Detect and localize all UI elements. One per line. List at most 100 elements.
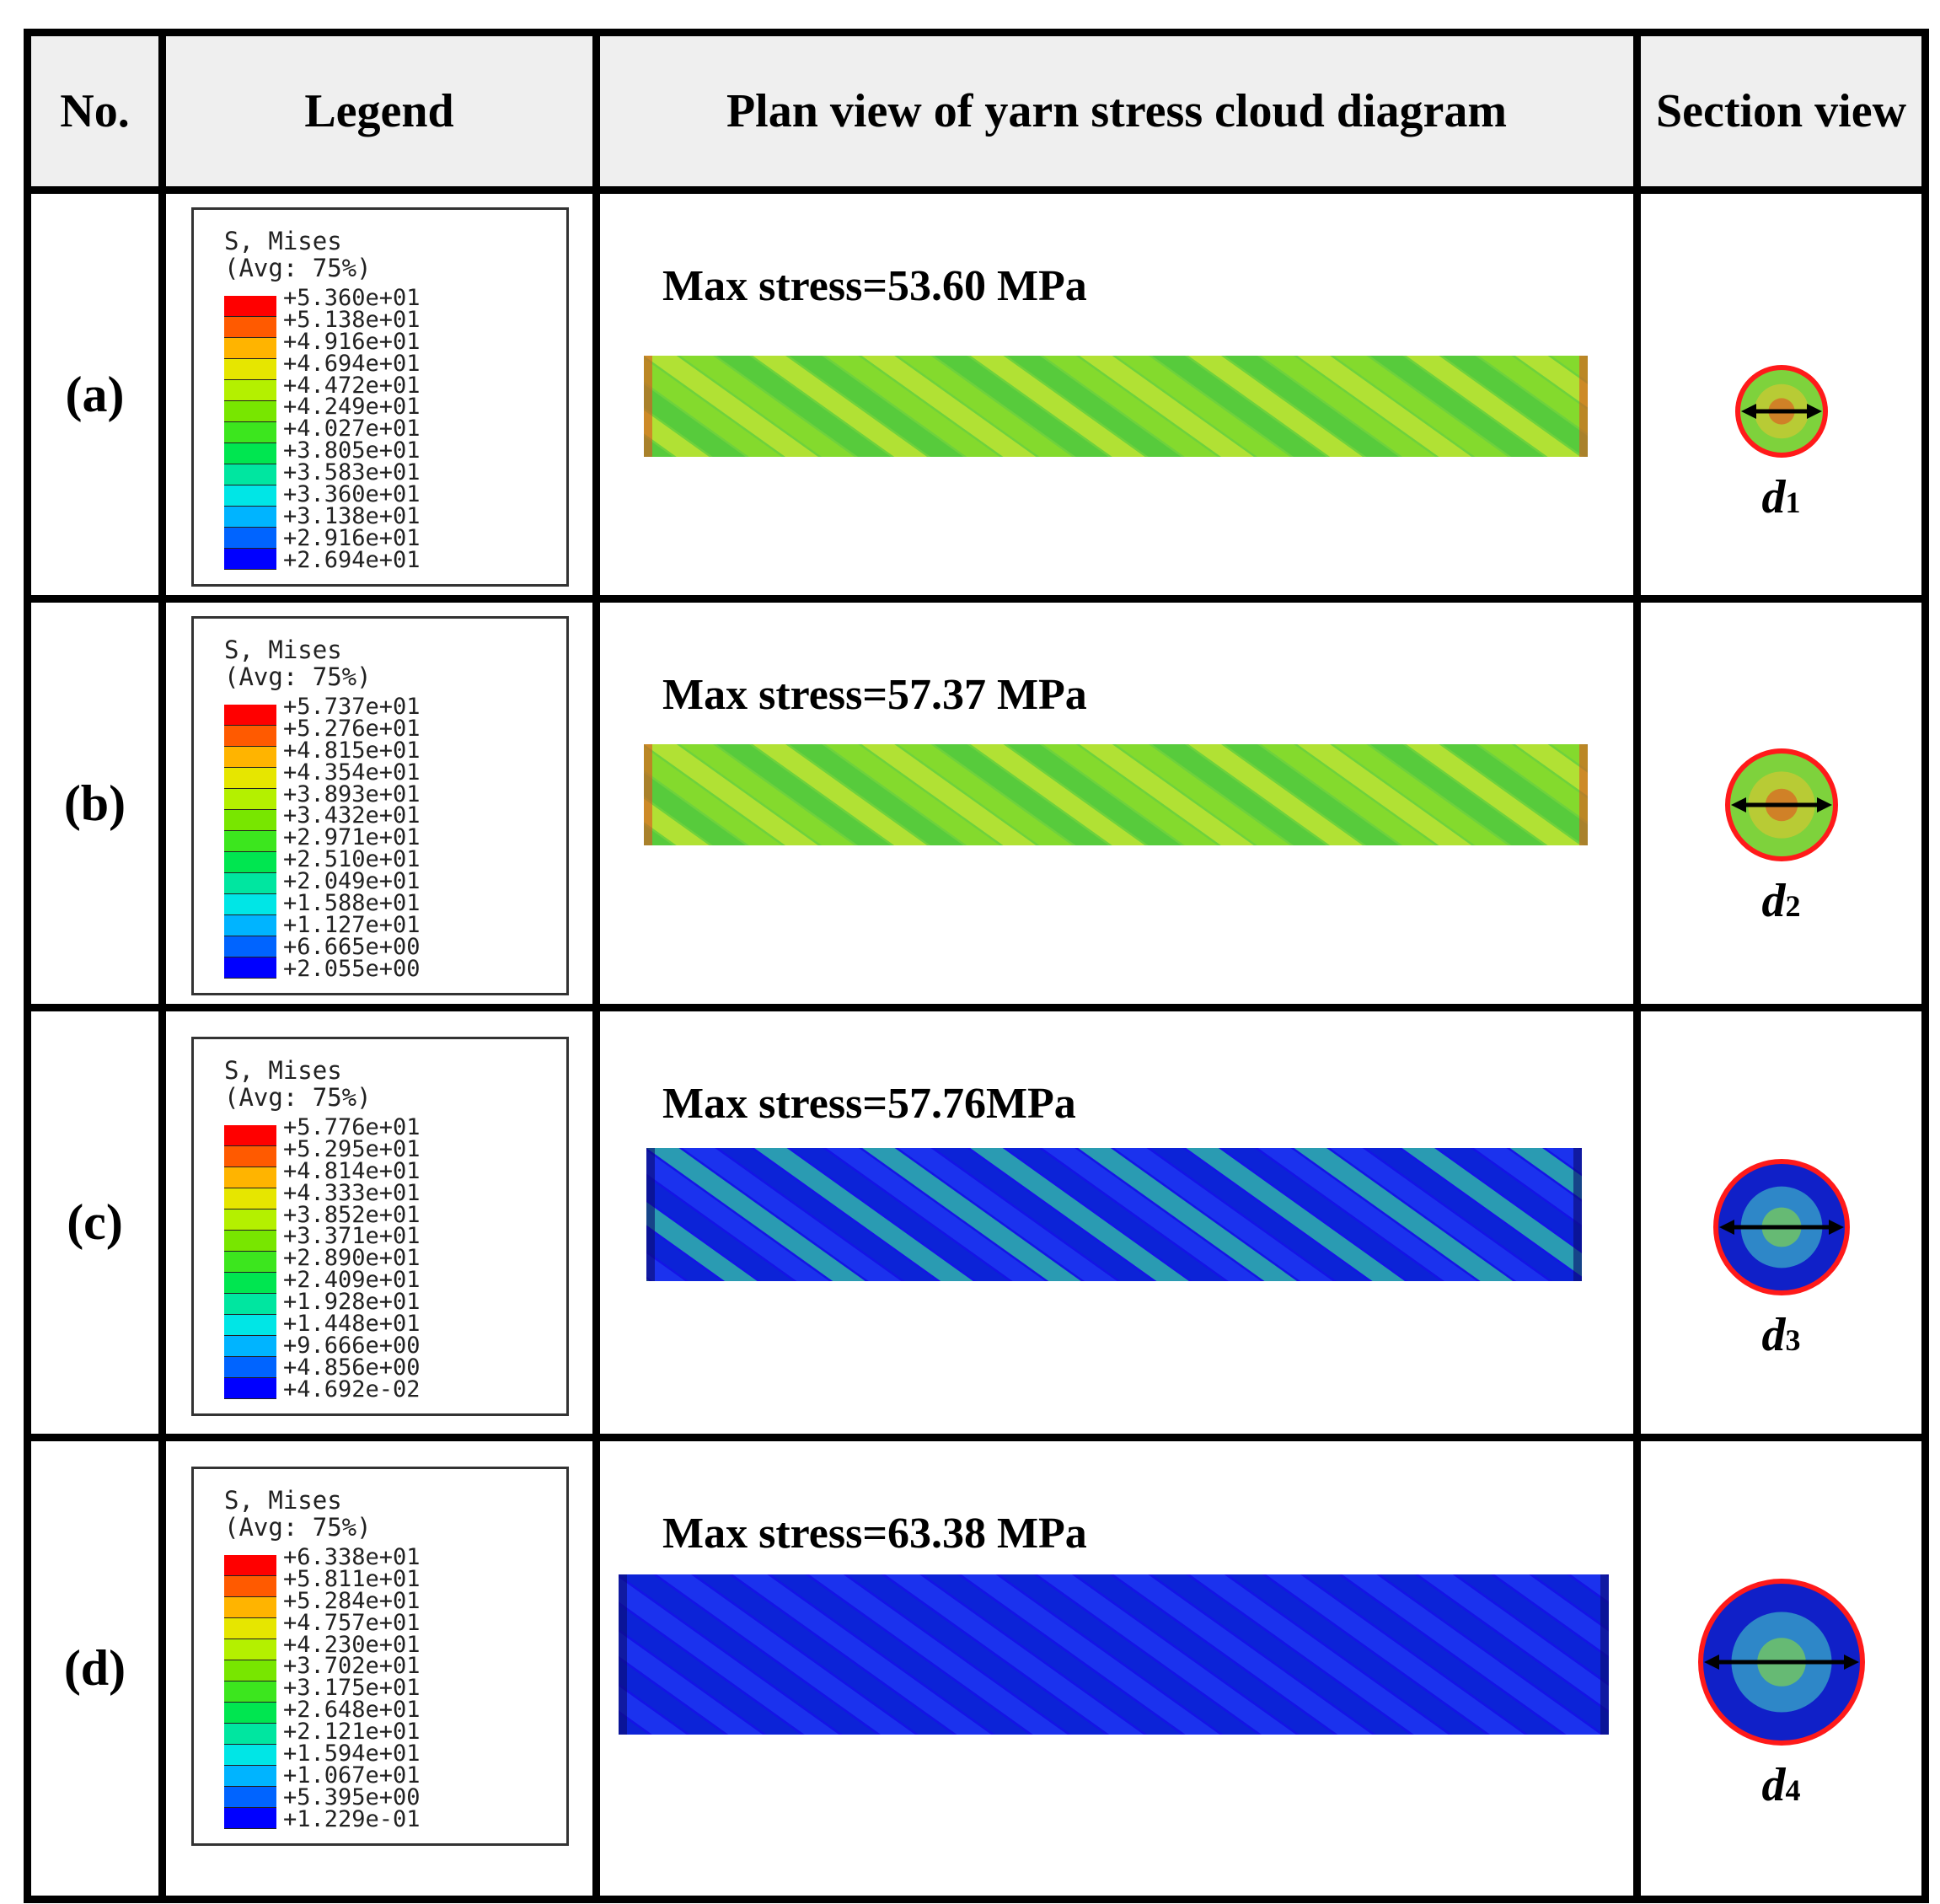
legend-tick-value: +3.583e+01 [283,459,421,486]
legend-color-swatch [224,1660,276,1681]
diameter-subscript: 1 [1785,485,1801,519]
legend-color-swatch [224,443,276,464]
legend-tick-value: +3.432e+01 [283,802,421,829]
legend-color-swatch [224,1808,276,1829]
yarn-cross-section-image [1724,748,1838,861]
stress-legend: S, Mises(Avg: 75%)+6.338e+01+5.811e+01+5… [191,1467,569,1846]
legend-color-swatch [224,1209,276,1231]
legend-tick-value: +5.811e+01 [283,1565,421,1592]
row-label-cell: (d) [24,1434,166,1903]
legend-color-swatch [224,1336,276,1357]
legend-tick-value: +4.694e+01 [283,350,421,377]
legend-tick-value: +5.360e+01 [283,285,421,311]
legend-color-swatch [224,485,276,507]
legend-color-swatch [224,528,276,549]
legend-color-swatch [224,936,276,957]
legend-title: S, Mises [224,636,342,664]
legend-color-swatch [224,1766,276,1787]
legend-colorbar [224,296,276,570]
diameter-symbol: d [1761,875,1786,927]
legend-color-swatch [224,873,276,894]
legend-averaging: (Avg: 75%) [224,254,372,282]
legend-tick-value: +4.027e+01 [283,416,421,442]
diameter-label: d3 [1641,1308,1921,1362]
legend-tick-value: +4.757e+01 [283,1609,421,1636]
legend-tick-value: +4.916e+01 [283,328,421,355]
legend-cell: S, Mises(Avg: 75%)+5.776e+01+5.295e+01+4… [158,1004,600,1441]
legend-tick-value: +5.295e+01 [283,1135,421,1162]
legend-color-swatch [224,507,276,528]
legend-color-swatch [224,549,276,570]
legend-color-swatch [224,401,276,422]
legend-cell: S, Mises(Avg: 75%)+5.360e+01+5.138e+01+4… [158,186,600,603]
legend-color-swatch [224,810,276,831]
legend-tick-value: +5.737e+01 [283,694,421,720]
legend-tick-value: +6.338e+01 [283,1544,421,1570]
legend-color-swatch [224,1167,276,1188]
legend-tick-value: +3.175e+01 [283,1675,421,1702]
header-legend: Legend [158,29,600,194]
legend-color-swatch [224,338,276,359]
legend-color-swatch [224,1681,276,1703]
header-section-view: Section view [1633,29,1929,194]
header-plan-view: Plan view of yarn stress cloud diagram [592,29,1641,194]
legend-tick-value: +5.138e+01 [283,306,421,333]
legend-tick-value: +4.856e+00 [283,1354,421,1381]
yarn-stress-plan-image [646,1148,1582,1281]
max-stress-label: Max stress=53.60 MPa [662,262,1087,310]
legend-tick-labels: +5.737e+01+5.276e+01+4.815e+01+4.354e+01… [283,694,421,980]
diameter-label: d4 [1641,1758,1921,1812]
row-label: (a) [65,366,125,422]
legend-tick-value: +5.284e+01 [283,1587,421,1614]
figure-table-wrapper: No. Legend Plan view of yarn stress clou… [24,29,1929,1903]
legend-tick-value: +2.510e+01 [283,846,421,873]
row-label: (d) [63,1640,126,1696]
legend-colorbar [224,1125,276,1399]
stress-legend: S, Mises(Avg: 75%)+5.776e+01+5.295e+01+4… [191,1037,569,1416]
legend-color-swatch [224,915,276,936]
legend-colorbar [224,1555,276,1829]
legend-color-swatch [224,1315,276,1336]
diameter-symbol: d [1761,1759,1786,1811]
legend-tick-value: +1.127e+01 [283,911,421,938]
legend-title: S, Mises [224,1486,342,1515]
legend-color-swatch [224,957,276,979]
diameter-subscript: 3 [1785,1323,1801,1357]
diameter-subscript: 2 [1785,889,1801,923]
legend-color-swatch [224,894,276,915]
legend-tick-value: +3.893e+01 [283,780,421,807]
legend-color-swatch [224,359,276,380]
legend-color-swatch [224,1787,276,1808]
legend-tick-value: +3.702e+01 [283,1653,421,1680]
legend-tick-value: +2.648e+01 [283,1697,421,1724]
header-row: No. Legend Plan view of yarn stress clou… [24,29,1929,194]
legend-title: S, Mises [224,1056,342,1085]
legend-color-swatch [224,1146,276,1167]
diameter-symbol: d [1761,1309,1786,1361]
yarn-stress-plan-image [619,1574,1609,1735]
legend-cell: S, Mises(Avg: 75%) +5.737e+01+5.276e+01+4… [158,595,600,1011]
legend-tick-value: +2.971e+01 [283,824,421,851]
max-stress-label: Max stress=57.37 MPa [662,671,1087,719]
legend-color-swatch [224,1125,276,1146]
legend-tick-value: +4.814e+01 [283,1157,421,1184]
yarn-stress-plan-image [644,356,1588,457]
plan-view-cell: Max stress=63.38 MPa [592,1434,1641,1903]
yarn-stress-plan-image [644,744,1588,845]
legend-tick-value: +3.360e+01 [283,481,421,508]
legend-tick-value: +3.371e+01 [283,1223,421,1250]
legend-tick-value: +4.354e+01 [283,759,421,786]
legend-color-swatch [224,789,276,810]
table-row: (d) S, Mises(Avg: 75%)+6.338e+01+5.811e+0… [24,1434,1929,1903]
legend-color-swatch [224,464,276,485]
legend-tick-value: +1.588e+01 [283,890,421,917]
legend-tick-value: +1.448e+01 [283,1311,421,1338]
legend-color-swatch [224,726,276,747]
section-view-cell: d2 [1633,595,1929,1011]
legend-tick-value: +2.890e+01 [283,1245,421,1272]
plan-view-cell: Max stress=53.60 MPa [592,186,1641,603]
legend-color-swatch [224,705,276,726]
legend-averaging: (Avg: 75%) [224,662,372,691]
row-label-cell: (c) [24,1004,166,1441]
legend-tick-labels: +6.338e+01+5.811e+01+5.284e+01+4.757e+01… [283,1544,421,1831]
